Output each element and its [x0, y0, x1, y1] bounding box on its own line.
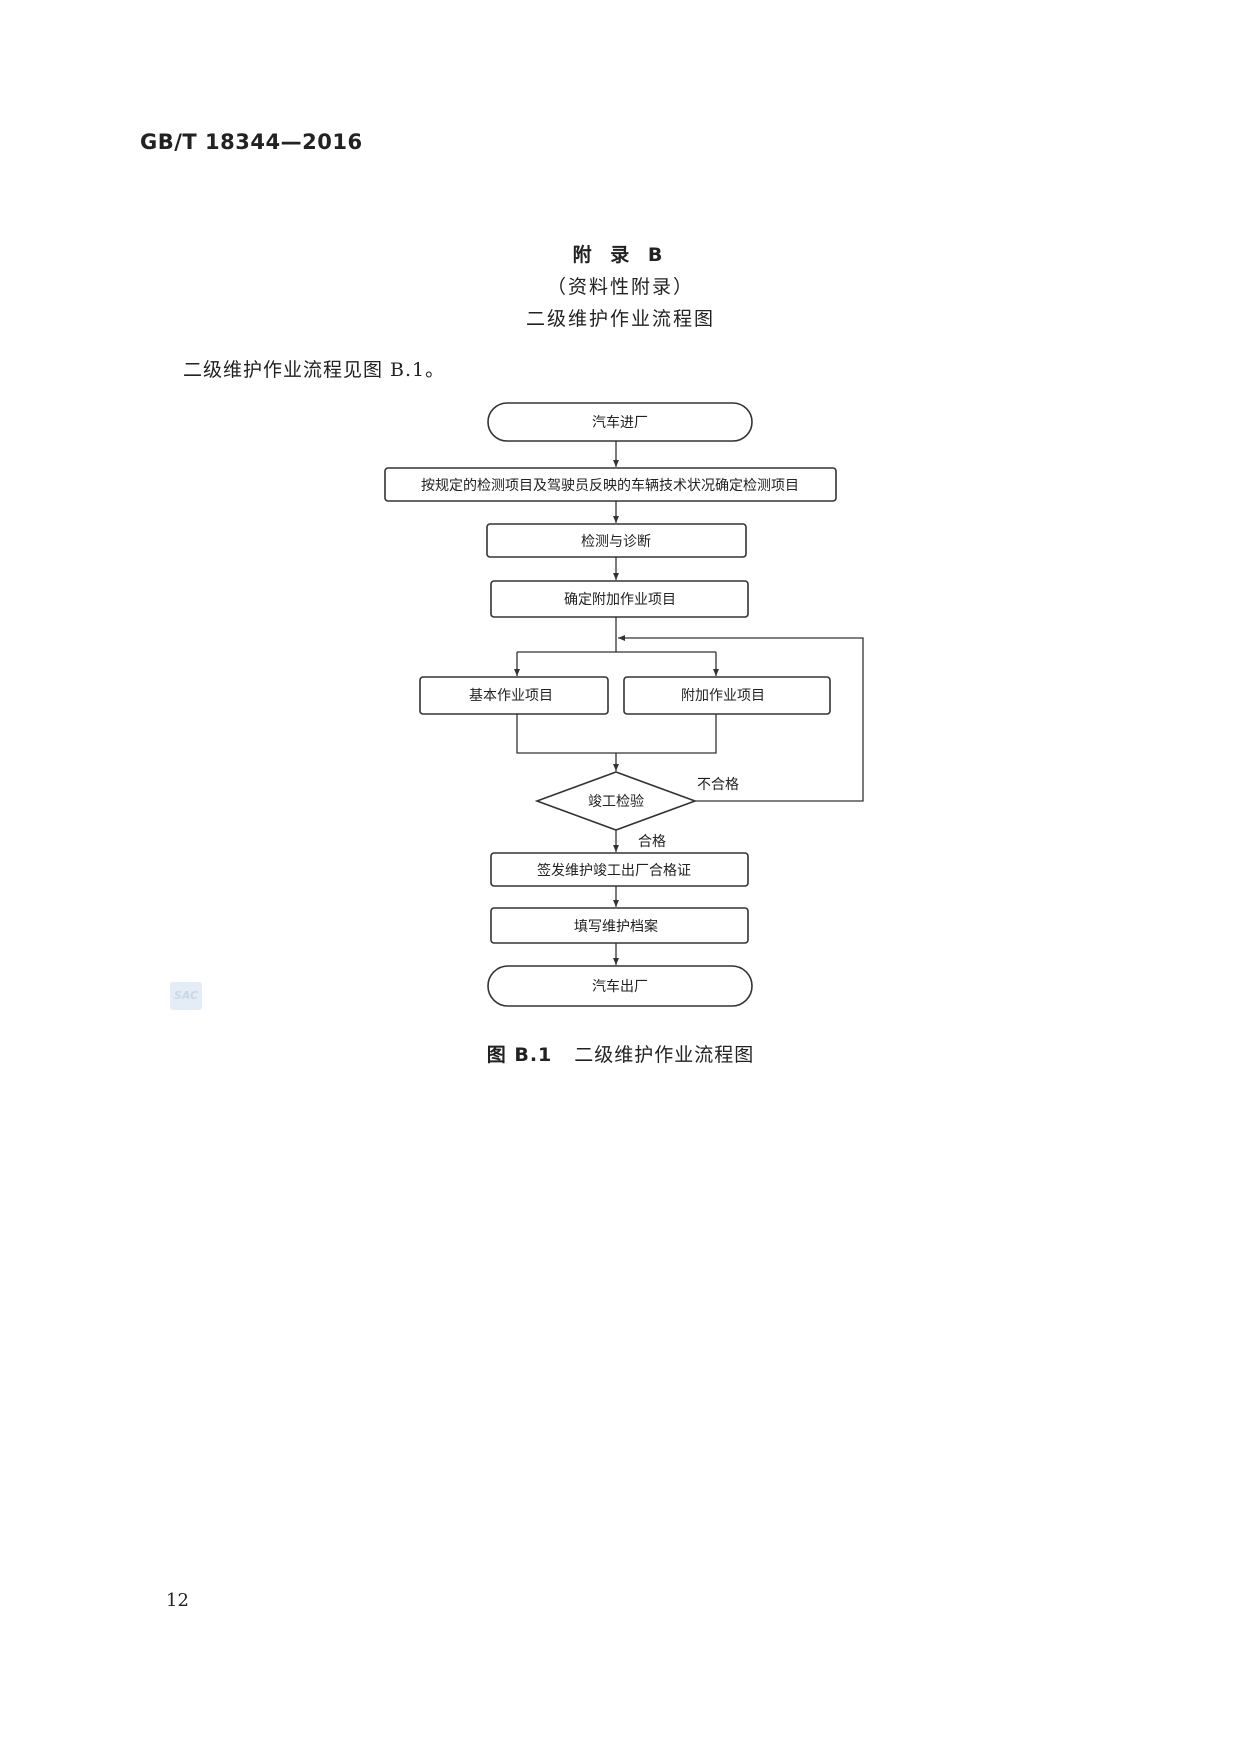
step2-label: 检测与诊断 [581, 534, 651, 550]
annex-type: （资料性附录） [546, 276, 694, 298]
decision-label: 竣工检验 [588, 794, 644, 810]
start-terminal [487, 402, 753, 442]
step3-label: 确定附加作业项目 [564, 592, 676, 608]
standard-code: GB/T 18344—2016 [140, 130, 363, 154]
branch-extra-box [623, 676, 831, 715]
page-number: 12 [166, 1590, 189, 1611]
step4-box [490, 852, 749, 887]
end-label: 汽车出厂 [592, 978, 648, 995]
figure-number: 图 B.1 [486, 1044, 553, 1066]
step1-box [384, 467, 837, 502]
sac-watermark-logo: SAC [170, 982, 202, 1010]
step3-box [490, 580, 749, 618]
intro-paragraph: 二级维护作业流程见图 B.1。 [183, 359, 446, 381]
step1-label: 按规定的检测项目及驾驶员反映的车辆技术状况确定检测项目 [421, 477, 799, 494]
annex-label: 附 录 B [572, 244, 669, 266]
figure-caption: 图 B.1 二级维护作业流程图 [0, 1040, 1241, 1067]
end-terminal [487, 965, 753, 1007]
step5-label: 填写维护档案 [574, 918, 658, 935]
fail-loop-line [618, 635, 864, 802]
branch-basic-label: 基本作业项目 [469, 687, 553, 704]
branch-basic-box [419, 676, 609, 715]
connector-merge-line [516, 714, 717, 754]
figure-title: 二级维护作业流程图 [574, 1044, 755, 1066]
annex-title: 二级维护作业流程图 [525, 308, 715, 330]
step5-box [490, 907, 749, 944]
step4-label: 签发维护竣工出厂合格证 [537, 862, 691, 879]
branch-extra-label: 附加作业项目 [681, 688, 765, 704]
start-label: 汽车进厂 [592, 414, 648, 431]
pass-label: 合格 [638, 834, 666, 850]
flowchart: 汽车进厂 按规定的检测项目及驾驶员反映的车辆技术状况确定检测项目 检测与诊断 确… [384, 402, 864, 1007]
fail-label: 不合格 [697, 777, 739, 793]
